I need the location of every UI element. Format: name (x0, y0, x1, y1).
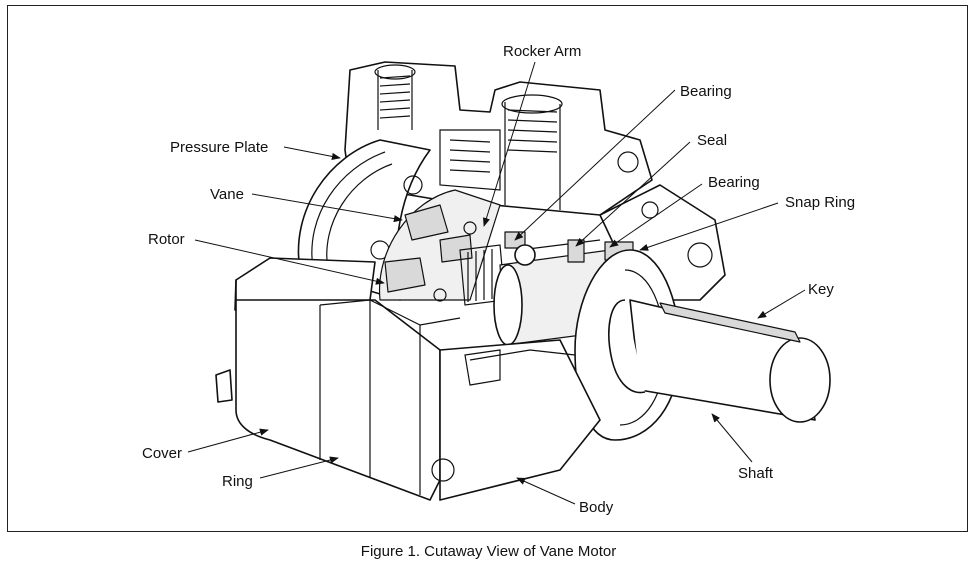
arrow-cover (187, 428, 269, 453)
label-rocker-arm: Rocker Arm (503, 43, 581, 60)
label-vane: Vane (210, 186, 244, 203)
housing-body (215, 257, 601, 501)
arrow-rotor (194, 239, 385, 285)
arrow-seal (575, 141, 691, 247)
label-body: Body (579, 499, 614, 516)
arrow-shaft (711, 413, 753, 463)
arrow-rocker-arm (482, 61, 536, 227)
label-rotor: Rotor (148, 231, 185, 248)
label-pressure-plate: Pressure Plate (170, 139, 268, 156)
arrow-snap-ring (639, 202, 779, 251)
arrow-bearing-mid (609, 183, 703, 248)
label-ring: Ring (222, 473, 253, 490)
figure-frame (7, 5, 968, 532)
arrow-body (516, 477, 576, 505)
arrow-bearing-top (514, 89, 676, 241)
label-shaft: Shaft (738, 465, 774, 482)
arrow-key (757, 289, 806, 319)
arrow-pressure-plate (283, 146, 341, 160)
label-snap-ring: Snap Ring (785, 194, 855, 211)
vane-motor-cutaway-diagram: Rocker Arm Bearing Pressure Plate Seal B… (142, 43, 855, 516)
part-labels: Rocker Arm Bearing Pressure Plate Seal B… (142, 43, 855, 516)
arrow-ring (259, 456, 339, 479)
housing-top-ports (344, 61, 653, 216)
arrow-vane (251, 193, 403, 223)
label-cover: Cover (142, 445, 182, 462)
label-seal: Seal (697, 132, 727, 149)
output-shaft (608, 299, 831, 423)
label-bearing-mid: Bearing (708, 174, 760, 191)
figure-caption: Figure 1. Cutaway View of Vane Motor (360, 543, 617, 560)
label-key: Key (808, 281, 834, 298)
rotor-assembly (378, 189, 506, 306)
leader-lines (187, 61, 806, 505)
label-bearing-top: Bearing (680, 83, 732, 100)
